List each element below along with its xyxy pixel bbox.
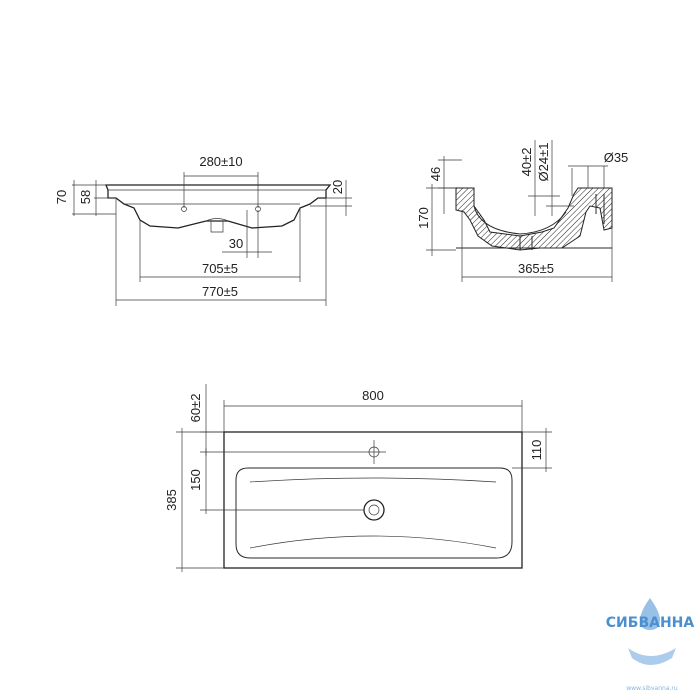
dim-46-label: 46 <box>428 167 443 181</box>
dim-20-label: 20 <box>330 180 345 194</box>
bathtub-icon <box>628 648 676 665</box>
dim-30-label: 30 <box>229 236 243 251</box>
dim-110-label: 110 <box>529 440 544 461</box>
logo-url: www.sibvanna.ru <box>626 685 678 692</box>
dim-280-label: 280±10 <box>199 154 242 169</box>
dim-60-label: 60±2 <box>188 394 203 423</box>
top-view: 800 60±2 150 385 110 <box>164 384 552 572</box>
dim-70-label: 70 <box>54 190 69 204</box>
dim-385-label: 385 <box>164 489 179 511</box>
logo-wordmark: СИБВАННА <box>606 615 695 631</box>
front-view: 280±10 70 58 20 30 705±5 770±5 <box>54 154 352 306</box>
brand-logo: СИБВАННА www.sibvanna.ru <box>606 598 695 692</box>
dim-800-label: 800 <box>362 388 384 403</box>
dim-d24-label: Ø24±1 <box>536 143 551 182</box>
dim-150-label: 150 <box>188 469 203 491</box>
dim-770-label: 770±5 <box>202 284 238 299</box>
water-drop-icon <box>640 598 660 630</box>
dim-40-label: 40±2 <box>519 148 534 177</box>
dim-170-label: 170 <box>416 207 431 229</box>
side-section-view: 46 170 40±2 Ø24±1 Ø35 365±5 <box>416 140 628 282</box>
dim-365-label: 365±5 <box>518 261 554 276</box>
dim-705-label: 705±5 <box>202 261 238 276</box>
dim-d35-label: Ø35 <box>604 150 629 165</box>
dim-58-label: 58 <box>78 190 93 204</box>
